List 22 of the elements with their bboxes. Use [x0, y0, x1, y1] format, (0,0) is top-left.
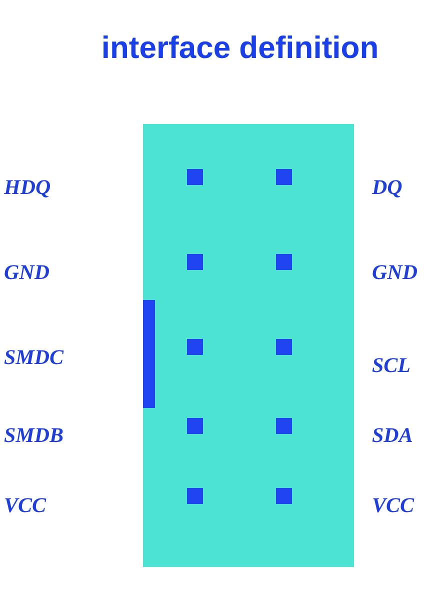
pin-label: DQ: [372, 174, 402, 200]
pin-label: SCL: [372, 352, 411, 378]
pin-label: HDQ: [4, 174, 51, 200]
pin-pad: [276, 254, 292, 270]
title: interface definition: [101, 30, 379, 65]
pin-label: VCC: [372, 492, 414, 518]
pin-pad: [187, 169, 203, 185]
pin-pad: [187, 339, 203, 355]
pin-pad: [276, 418, 292, 434]
pin-pad: [276, 488, 292, 504]
pin-pad: [187, 418, 203, 434]
pin-label: GND: [372, 259, 418, 285]
pin-label: VCC: [4, 492, 46, 518]
pin-pad: [276, 339, 292, 355]
pin-label: SMDB: [4, 422, 64, 448]
pin-label: SMDC: [4, 344, 64, 370]
pin-pad: [187, 488, 203, 504]
pin-pad: [276, 169, 292, 185]
pin-pad: [187, 254, 203, 270]
pin-label: SDA: [372, 422, 413, 448]
pin-label: GND: [4, 259, 50, 285]
connector-body: [143, 124, 354, 567]
